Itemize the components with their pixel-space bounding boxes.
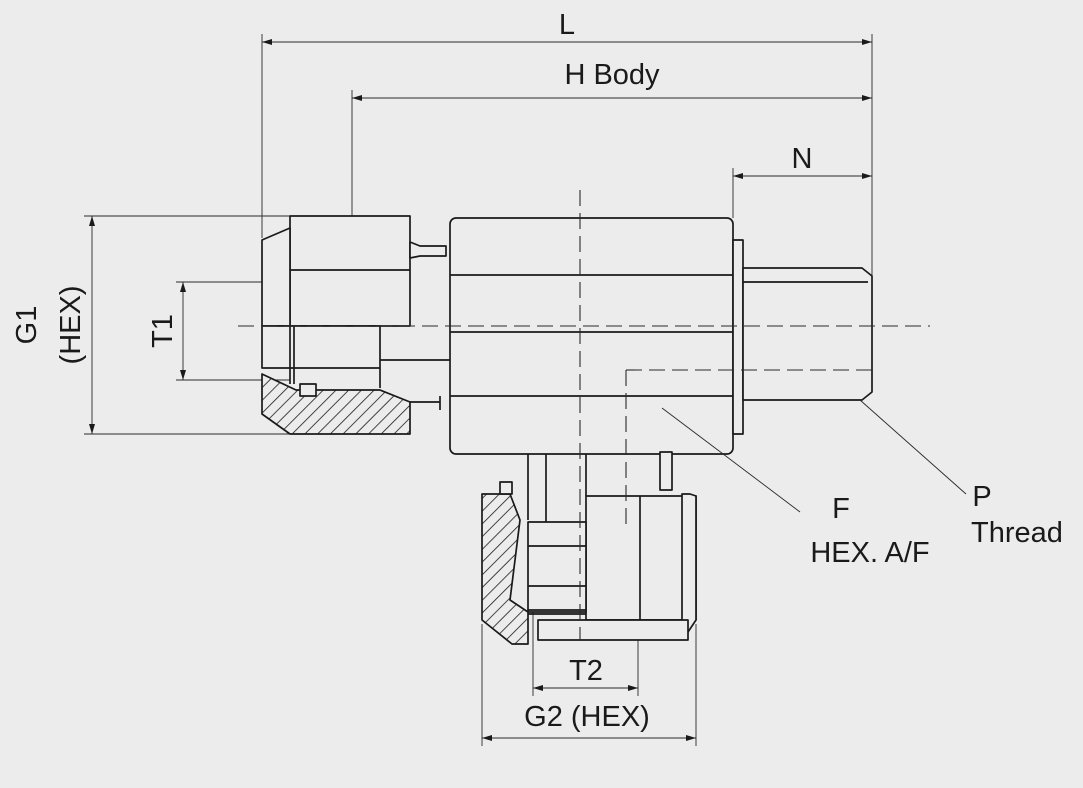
label-F: F — [832, 493, 850, 525]
label-F-hex: HEX. A/F — [810, 537, 929, 569]
dimension-lines — [89, 39, 872, 741]
label-T1: T1 — [147, 314, 179, 348]
leader-P — [859, 399, 967, 495]
centerlines — [238, 190, 930, 640]
extension-lines — [84, 34, 873, 746]
label-G2-hex: G2 (HEX) — [524, 701, 650, 733]
fitting-body — [261, 215, 873, 645]
label-G1-hex: (HEX) — [55, 286, 87, 365]
label-N: N — [792, 143, 813, 175]
label-P-thread: Thread — [971, 517, 1063, 549]
label-L: L — [559, 9, 575, 41]
label-G1: G1 — [11, 306, 43, 345]
label-H-body: H Body — [564, 59, 660, 91]
leader-lines — [661, 399, 967, 513]
label-T2: T2 — [569, 655, 603, 687]
labels: L H Body N G1 (HEX) T1 T2 G2 (HEX) F HEX… — [11, 9, 1063, 733]
label-P: P — [972, 481, 991, 513]
leader-F — [661, 407, 801, 513]
